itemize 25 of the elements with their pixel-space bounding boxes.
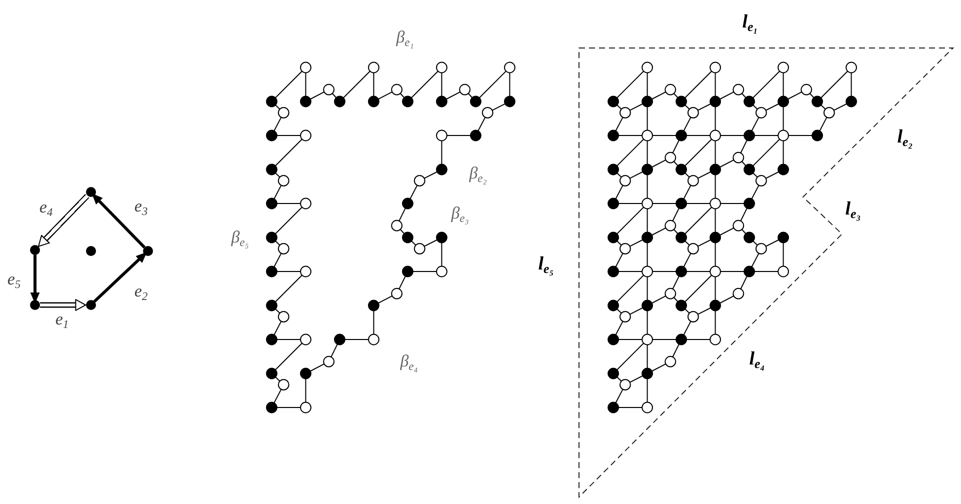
edge-label: e$_{1}$ [55, 310, 69, 330]
edge-label: e$_{5}$ [7, 270, 21, 290]
arrow [93, 252, 147, 303]
edge-label: e$_{4}$ [39, 198, 53, 218]
edge-label: e$_{2}$ [134, 282, 148, 302]
side-label: l$_{e₄}$ [749, 350, 765, 370]
segment-label: β$_{e₃}$ [451, 204, 469, 224]
side-label: l$_{e₃}$ [845, 200, 861, 220]
arrow [38, 194, 90, 247]
center-dot [86, 246, 96, 256]
segment-label: β$_{e₁}$ [396, 28, 414, 48]
arrow [92, 193, 146, 248]
side-label: l$_{e₂}$ [897, 128, 913, 148]
side-label: l$_{e₁}$ [742, 12, 758, 34]
vertex-dot [30, 245, 40, 255]
vertex-dot [143, 246, 153, 256]
vertex-dot [86, 300, 96, 310]
segment-label: β$_{e₄}$ [400, 352, 418, 372]
side-label: l$_{e₅}$ [538, 254, 554, 276]
arrow [40, 299, 86, 311]
vertex-dot [30, 300, 40, 310]
segment-label: β$_{e₅}$ [231, 228, 249, 248]
segment-label: β$_{e₂}$ [469, 164, 487, 184]
vertex-dot [86, 187, 96, 198]
edge-label: e$_{3}$ [134, 198, 148, 216]
